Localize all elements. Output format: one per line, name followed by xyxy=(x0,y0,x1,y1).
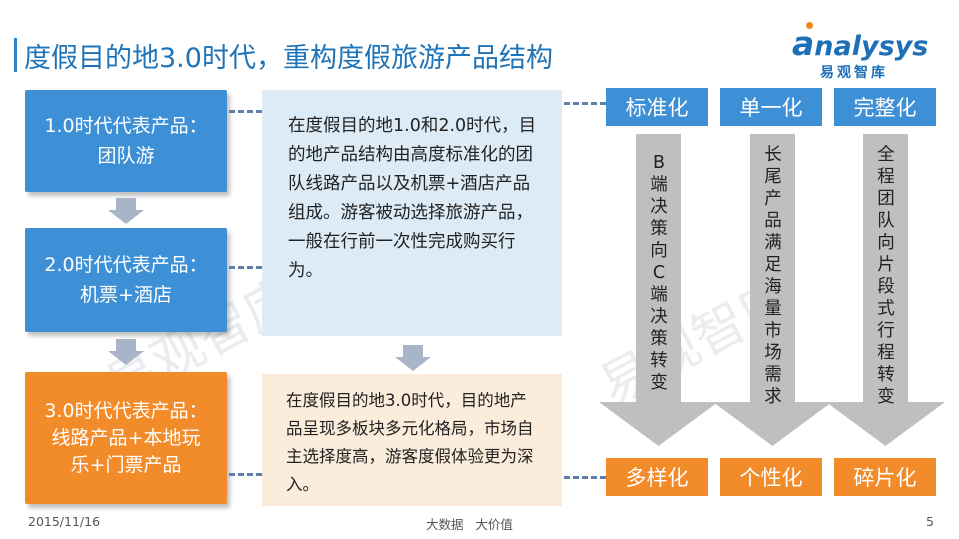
page-number: 5 xyxy=(926,514,934,529)
analysys-logo: analysys 易观智库 xyxy=(792,22,942,86)
logo-word-text: nalysys xyxy=(814,31,929,62)
logo-dot-icon xyxy=(806,22,813,29)
era-3-box: 3.0时代代表产品： 线路产品+本地玩 乐+门票产品 xyxy=(25,372,227,504)
era-1-connector xyxy=(229,110,262,113)
page-title: 度假目的地3.0时代，重构度假旅游产品结构 xyxy=(24,43,553,74)
footer-slogan: 大数据 大价值 xyxy=(426,517,513,532)
column-3-arrow: 全程团队向片段式行程转变 xyxy=(823,134,948,446)
logo-subtitle: 易观智库 xyxy=(820,65,888,81)
column-2-arrow-icon xyxy=(713,134,832,446)
era-1-box: 1.0时代代表产品： 团队游 xyxy=(25,90,227,192)
desc-top-connector xyxy=(564,102,606,105)
era-1-line2: 团队游 xyxy=(97,145,155,167)
column-1-arrow: B端决策向C端决策转变 xyxy=(596,134,721,446)
description-box-3-0: 在度假目的地3.0时代，目的地产品呈现多板块多元化格局，市场自主选择度高，游客度… xyxy=(262,374,562,506)
description-box-legacy: 在度假目的地1.0和2.0时代，目的地产品结构由高度标准化的团队线路产品以及机票… xyxy=(262,90,562,336)
column-2-arrow: 长尾产品满足海量市场需求 xyxy=(710,134,835,446)
era-2-connector xyxy=(229,266,262,269)
tag-complete: 完整化 xyxy=(834,88,936,126)
column-3-arrow-icon xyxy=(826,134,945,446)
desc-bottom-connector xyxy=(564,476,606,479)
tag-standardized: 标准化 xyxy=(606,88,708,126)
tag-fragmented: 碎片化 xyxy=(834,458,936,496)
tag-personalized: 个性化 xyxy=(720,458,822,496)
era-3-connector xyxy=(229,473,262,476)
era-3-line3: 乐+门票产品 xyxy=(70,453,182,476)
column-1-arrow-icon xyxy=(599,134,718,446)
era-3-line1: 3.0时代代表产品： xyxy=(44,399,208,422)
column-1-shift-text: B端决策向C端决策转变 xyxy=(650,153,668,393)
tag-single: 单一化 xyxy=(720,88,822,126)
column-3-shift-text: 全程团队向片段式行程转变 xyxy=(877,145,895,407)
era-1-line1: 1.0时代代表产品： xyxy=(44,115,208,137)
column-2-shift-text: 长尾产品满足海量市场需求 xyxy=(764,145,782,407)
era-2-line1: 2.0时代代表产品： xyxy=(44,254,208,276)
era-3-line2: 线路产品+本地玩 xyxy=(51,426,201,449)
era-2-box: 2.0时代代表产品： 机票+酒店 xyxy=(25,228,227,332)
tag-diversified: 多样化 xyxy=(606,458,708,496)
title-accent-bar xyxy=(14,38,17,72)
era-2-line2: 机票+酒店 xyxy=(80,284,172,306)
logo-wordmark: analysys xyxy=(792,24,929,63)
footer-date: 2015/11/16 xyxy=(28,514,101,529)
